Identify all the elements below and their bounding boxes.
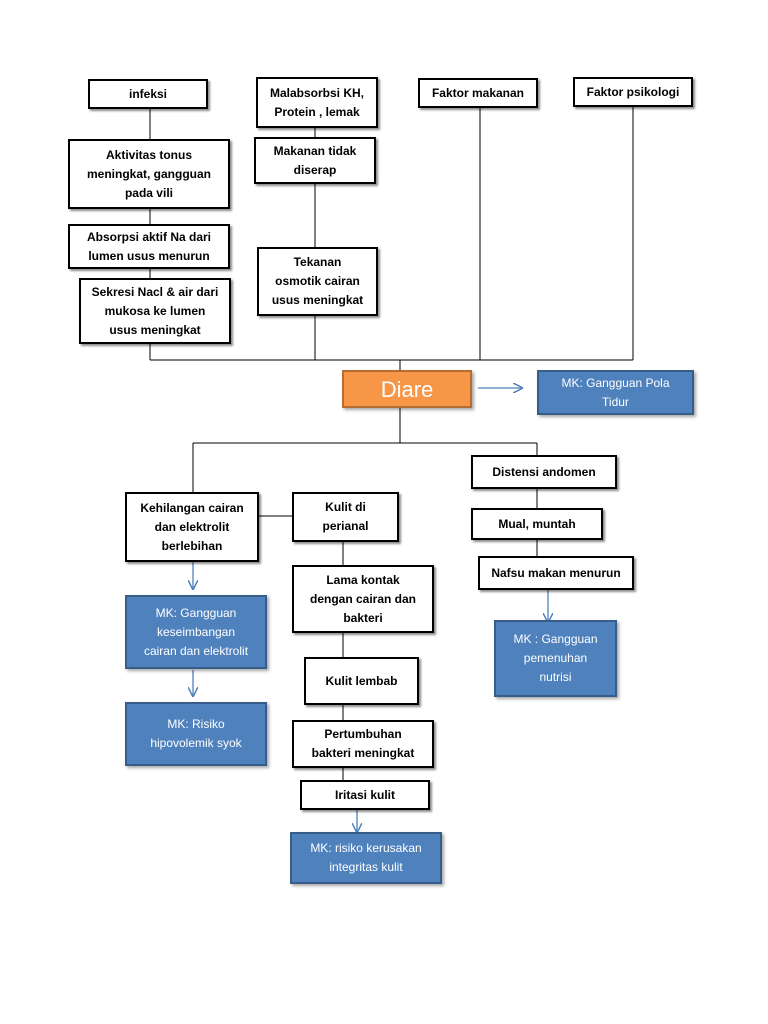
node-absorpsi-aktif: Absorpsi aktif Na dari lumen usus menuru… bbox=[68, 224, 230, 269]
node-nafsu-makan: Nafsu makan menurun bbox=[478, 556, 634, 590]
node-pertumbuhan-bakteri: Pertumbuhan bakteri meningkat bbox=[292, 720, 434, 768]
node-makanan-tidak-diserap: Makanan tidak diserap bbox=[254, 137, 376, 184]
node-aktivitas-tonus: Aktivitas tonus meningkat, gangguan pada… bbox=[68, 139, 230, 209]
node-kulit-perianal: Kulit di perianal bbox=[292, 492, 399, 542]
diagnosis-hipovolemik: MK: Risiko hipovolemik syok bbox=[125, 702, 267, 766]
diagnosis-nutrisi: MK : Gangguan pemenuhan nutrisi bbox=[494, 620, 617, 697]
node-malabsorbsi: Malabsorbsi KH, Protein , lemak bbox=[256, 77, 378, 128]
node-lama-kontak: Lama kontak dengan cairan dan bakteri bbox=[292, 565, 434, 633]
diagnosis-keseimbangan-cairan: MK: Gangguan keseimbangan cairan dan ele… bbox=[125, 595, 267, 669]
node-diare: Diare bbox=[342, 370, 472, 408]
node-infeksi: infeksi bbox=[88, 79, 208, 109]
node-faktor-psikologi: Faktor psikologi bbox=[573, 77, 693, 107]
node-kehilangan-cairan: Kehilangan cairan dan elektrolit berlebi… bbox=[125, 492, 259, 562]
diagnosis-integritas-kulit: MK: risiko kerusakan integritas kulit bbox=[290, 832, 442, 884]
node-faktor-makanan: Faktor makanan bbox=[418, 78, 538, 108]
node-kulit-lembab: Kulit lembab bbox=[304, 657, 419, 705]
node-sekresi-nacl: Sekresi Nacl & air dari mukosa ke lumen … bbox=[79, 278, 231, 344]
node-tekanan-osmotik: Tekanan osmotik cairan usus meningkat bbox=[257, 247, 378, 316]
node-distensi-andomen: Distensi andomen bbox=[471, 455, 617, 489]
diagnosis-pola-tidur: MK: Gangguan Pola Tidur bbox=[537, 370, 694, 415]
node-mual-muntah: Mual, muntah bbox=[471, 508, 603, 540]
node-iritasi-kulit: Iritasi kulit bbox=[300, 780, 430, 810]
